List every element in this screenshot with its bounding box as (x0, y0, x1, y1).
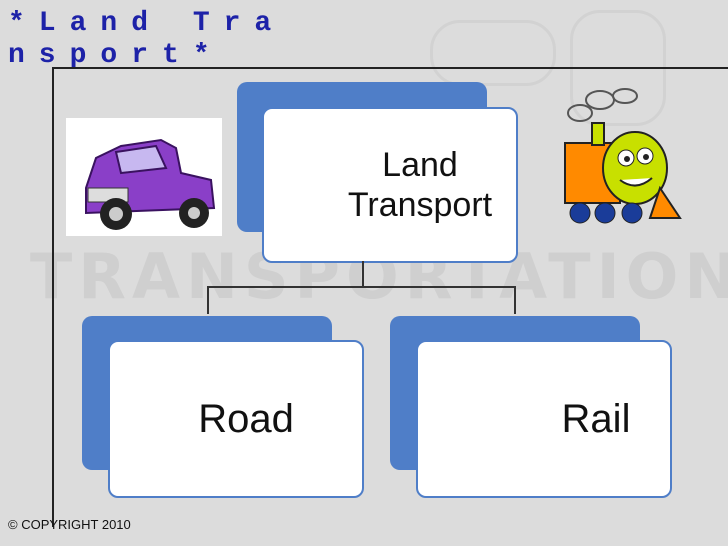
copyright-text: © COPYRIGHT 2010 (8, 517, 131, 532)
root-node-label: Land Transport (347, 146, 493, 224)
truck-image (66, 118, 222, 236)
horizontal-rule (52, 67, 728, 69)
vertical-rule (52, 67, 54, 527)
background-decoration (430, 20, 556, 86)
connector-horizontal (207, 286, 516, 288)
connector-left (207, 286, 209, 314)
rail-node-label: Rail (561, 396, 631, 441)
road-node: Road (108, 340, 364, 498)
slide-title: *Land Transport* (8, 8, 286, 71)
connector-right (514, 286, 516, 314)
root-node: Land Transport (262, 107, 518, 263)
connector-vertical (362, 261, 364, 287)
road-node-label: Road (198, 396, 294, 441)
rail-node: Rail (416, 340, 672, 498)
train-image (564, 88, 682, 224)
